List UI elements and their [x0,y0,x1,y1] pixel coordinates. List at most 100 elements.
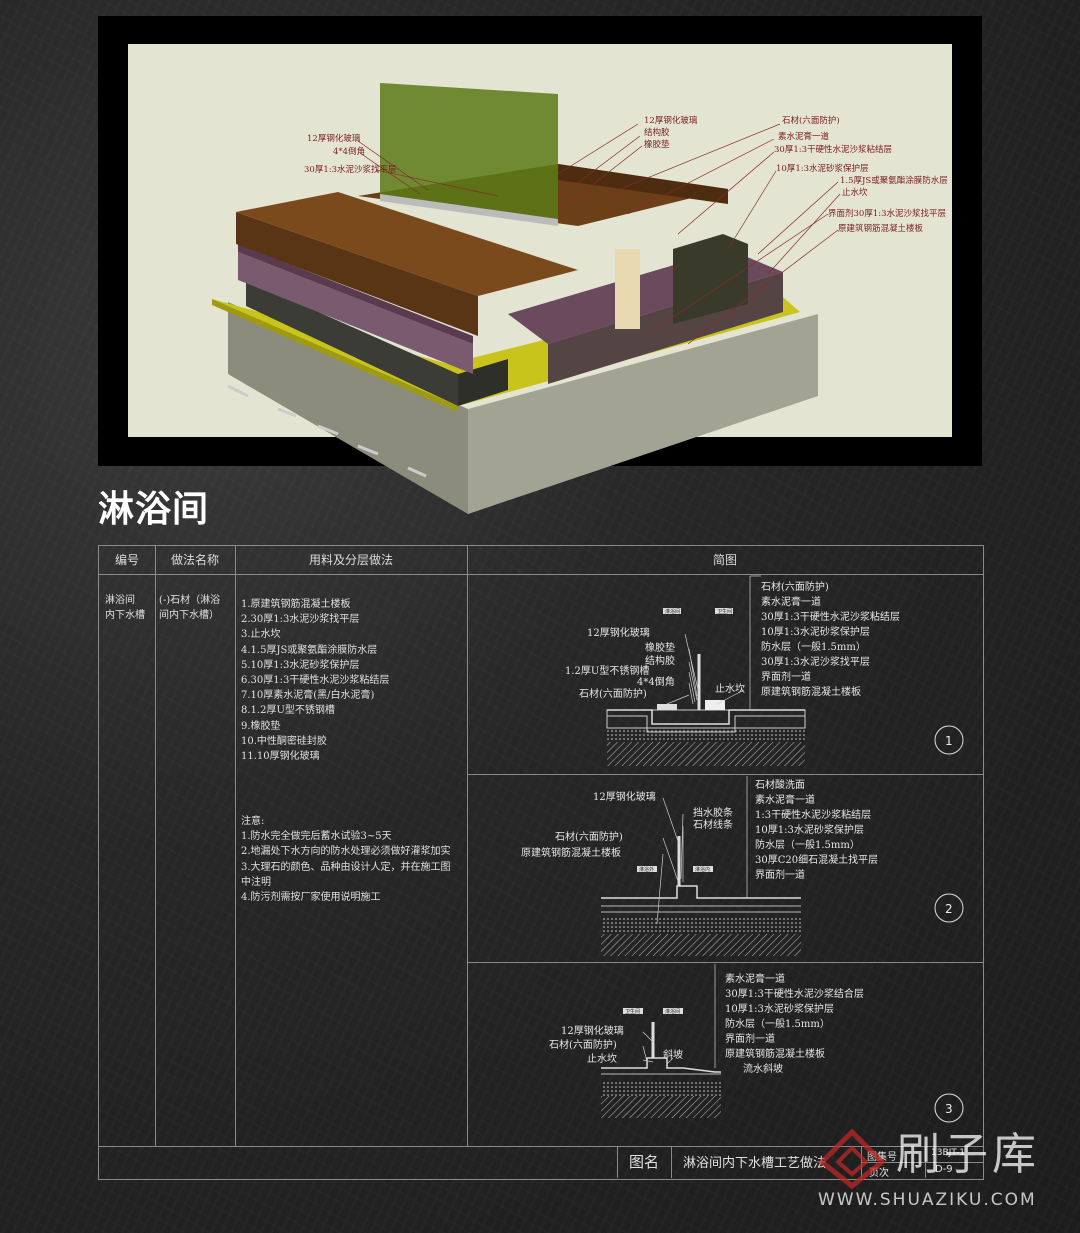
footer-set-label: 图集号 [867,1152,897,1163]
d1-right-label: 石材(六面防护) [761,580,829,593]
d1-right-label: 30厚1:3水泥沙浆找平层 [761,655,870,668]
footer-set-value: 13BJT-1 [931,1148,965,1158]
tag-left: 淋浴间 [665,608,680,615]
tag-right: 淋浴间 [665,1008,680,1015]
divider [155,546,156,1146]
diagram-number: 2 [945,902,953,916]
d3-slope-label: 斜坡 [663,1048,683,1061]
d1-right-label: 10厚1:3水泥砂浆保护层 [761,625,870,638]
render-labels: 12厚钢化玻璃 4*4倒角 30厚1:3水泥沙浆找平层 12厚钢化玻璃 结构胶 … [304,115,948,234]
d3-right-label: 30厚1:3干硬性水泥沙浆结合层 [725,987,864,1000]
render-label: 结构胶 [644,127,670,138]
layer-item: 9.橡胶垫 [241,720,281,732]
divider [99,574,983,575]
divider [671,1146,672,1178]
d2-right-label: 30厚C20细石混凝土找平层 [755,853,878,866]
render-label: 素水泥膏一道 [778,131,830,142]
d3-right-label: 原建筑钢筋混凝土楼板 [725,1047,825,1060]
code-cell: 淋浴间 内下水槽 [105,595,145,622]
d1-stop-label: 止水坎 [715,682,745,695]
render-label: 10厚1:3水泥砂浆保护层 [776,163,869,174]
render-label: 12厚钢化玻璃 [307,133,361,144]
d3-right-label: 界面剂一道 [725,1032,775,1045]
layer-item: 10.中性酮密硅封胶 [241,735,327,747]
d3-left-label: 止水坎 [587,1052,617,1065]
notes: 注意: 1.防水完全做完后蓄水试验3~5天 2.地漏处下水方向的防水处理必须做好… [241,814,471,905]
layer-item: 7.10厚素水泥膏(黑/白水泥膏) [241,690,375,702]
watermark-brand: 刷子库 [896,1129,1040,1180]
note-item: 1.防水完全做完后蓄水试验3~5天 [241,831,392,843]
divider [99,1146,983,1147]
d1-right-label: 30厚1:3干硬性水泥沙浆粘结层 [761,610,900,623]
d1-left-label: 结构胶 [645,654,675,667]
render-label: 原建筑钢筋混凝土楼板 [838,223,924,234]
d1-right-label: 防水层（一般1.5mm） [761,640,866,653]
d1-left-label: 12厚钢化玻璃 [587,626,650,639]
render-label: 30厚1:3干硬性水泥沙浆粘结层 [774,144,892,155]
tag-right: 淋浴内 [695,866,710,873]
header-code: 编号 [114,553,139,567]
header-name: 做法名称 [170,553,219,567]
layer-item: 6.30厚1:3干硬性水泥沙浆粘结层 [241,675,390,687]
d2-left-label: 12厚钢化玻璃 [593,790,656,803]
d3-right-label: 防水层（一般1.5mm） [725,1017,830,1030]
render-label: 4*4倒角 [333,146,365,157]
header-layers: 用料及分层做法 [308,553,393,567]
render-label: 止水坎 [842,187,868,198]
d1-right-label: 素水泥膏一道 [761,595,821,608]
layer-item: 5.10厚1:3水泥砂浆保护层 [241,659,360,671]
render-label: 12厚钢化玻璃 [644,115,698,126]
d2-right-label: 1:3干硬性水泥沙浆粘结层 [755,808,871,821]
divider [467,546,468,1146]
d2-mid-label: 石材线条 [693,818,733,831]
layer-item: 3.止水坎 [241,629,281,641]
note-item: 2.地漏处下水方向的防水处理必须做好灌浆加实 [241,846,451,858]
brush-logo-icon [818,1128,886,1190]
note-item: 4.防污剂需按厂家使用说明施工 [241,892,381,904]
watermark-url: WWW.SHUAZIKU.COM [818,1190,1037,1210]
layers-list: 1.原建筑钢筋混凝土楼板 2.30厚1:3水泥沙浆找平层 3.止水坎 4.1.5… [241,597,465,764]
tag-left: 淋浴外 [639,866,654,873]
d1-left-label: 石材(六面防护) [579,687,647,700]
diagram-number: 1 [945,734,953,748]
d3-right-label: 素水泥膏一道 [725,972,785,985]
d3-right-label: 10厚1:3水泥砂浆保护层 [725,1002,834,1015]
render-label: 橡胶垫 [644,139,670,150]
diagram-number: 3 [945,1102,953,1116]
footer-name-value: 淋浴间内下水槽工艺做法 [683,1156,827,1171]
d1-left-label: 4*4倒角 [637,676,675,688]
diagram-3: 卫生间 淋浴间 12厚钢化玻璃 石材(六面防护) 止水坎 斜坡 素水泥膏一道 3… [549,964,964,1123]
divider [467,774,983,775]
footer-name-label: 图名 [629,1153,660,1171]
divider [861,1162,983,1163]
d1-left-label: 1.2厚U型不锈钢槽 [565,664,649,677]
tag-right: 卫生间 [717,608,732,615]
d2-left-label: 原建筑钢筋混凝土楼板 [521,846,621,859]
name-cell: (-)石材（淋浴 间内下水槽） [159,595,221,622]
render-label: 界面剂30厚1:3水泥沙浆找平层 [828,208,946,219]
detail-sheet: 编号 做法名称 用料及分层做法 简图 淋浴间 内下水槽 (-)石材（淋浴 间内下… [98,545,984,1180]
d2-right-label: 10厚1:3水泥砂浆保护层 [755,823,864,836]
layer-item: 11.10厚钢化玻璃 [241,751,320,763]
divider [467,962,983,963]
tag-left: 卫生间 [625,1008,640,1015]
render-image: 12厚钢化玻璃 4*4倒角 30厚1:3水泥沙浆找平层 12厚钢化玻璃 结构胶 … [128,44,952,514]
diagram-2: 淋浴外 淋浴内 12厚钢化玻璃 石材(六面防护) 原建筑钢筋混凝土楼板 挡水胶条… [521,776,964,956]
notes-title: 注意: [241,816,265,827]
d2-mid-label: 挡水胶条 [693,806,733,819]
layer-item: 4.1.5厚JS或聚氨酯涂膜防水层 [241,644,378,656]
d1-right-label: 原建筑钢筋混凝土楼板 [761,685,861,698]
layer-item: 8.1.2厚U型不锈钢槽 [241,705,335,717]
divider [617,1146,618,1178]
footer-page-label: 页次 [869,1168,889,1179]
watermark: 刷子库 WWW.SHUAZIKU.COM [812,1112,1042,1222]
d2-right-label: 素水泥膏一道 [755,793,815,806]
page-title: 淋浴间 [98,489,210,530]
d3-left-label: 12厚钢化玻璃 [561,1024,624,1037]
d2-right-label: 界面剂一道 [755,868,805,881]
note-item: 中注明 [241,876,271,888]
divider [235,546,236,1146]
layer-item: 1.原建筑钢筋混凝土楼板 [241,599,351,610]
d3-right-label: 流水斜坡 [743,1062,783,1075]
d2-right-label: 防水层（一般1.5mm） [755,838,860,851]
